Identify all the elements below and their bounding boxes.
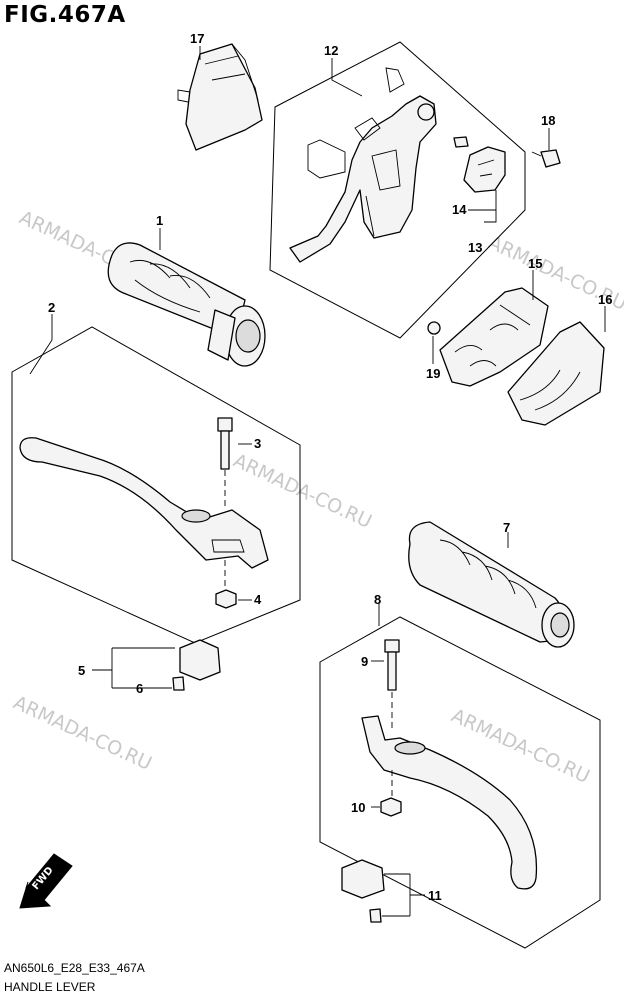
model-code: AN650L6_E28_E33_467A: [4, 961, 145, 975]
callout-19: 19: [426, 366, 440, 381]
callout-14: 14: [452, 202, 467, 217]
part-10-nut: [380, 770, 402, 817]
part-16-protector: [507, 321, 605, 426]
callout-15: 15: [528, 256, 542, 271]
callout-6: 6: [136, 681, 143, 696]
part-4-nut: [215, 560, 237, 609]
callout-16: 16: [598, 292, 612, 307]
part-1-grip: [107, 242, 266, 367]
callout-17: 17: [190, 31, 204, 46]
part-12-bracket: [289, 67, 437, 263]
callout-8: 8: [374, 592, 381, 607]
callout-13: 13: [468, 240, 482, 255]
part-2-lever: [19, 437, 269, 569]
watermark-3: ARMADA-CO.RU: [230, 450, 375, 533]
callout-9: 9: [361, 654, 368, 669]
part-15-holder: [427, 287, 549, 387]
callout-numbers: 17 12 18 14 13 1 15 16 2 19 3 7 4 8 9 5 …: [48, 31, 612, 903]
part-13-switch: [453, 136, 506, 193]
part-3-bolt: [217, 417, 233, 506]
fwd-arrow-badge: FWD: [19, 853, 73, 909]
callout-4: 4: [254, 592, 262, 607]
part-9-bolt: [384, 639, 400, 732]
callout-1: 1: [156, 213, 163, 228]
callout-18: 18: [541, 113, 555, 128]
part-11-switch: [341, 859, 385, 923]
callout-5: 5: [78, 663, 85, 678]
frame-assembly-2: [11, 326, 301, 644]
diagram-caption: HANDLE LEVER: [4, 980, 96, 994]
callout-3: 3: [254, 436, 261, 451]
figure-title: FIG.467A: [4, 2, 126, 28]
part-8-lever: [361, 715, 538, 890]
frame-assembly-12: [269, 41, 526, 339]
part-5-switch: [172, 639, 221, 691]
frame-assembly-8: [319, 616, 601, 949]
callout-2: 2: [48, 300, 55, 315]
part-7-grip: [408, 521, 575, 648]
callout-7: 7: [503, 520, 510, 535]
callout-12: 12: [324, 43, 338, 58]
callout-10: 10: [351, 800, 365, 815]
watermark-4: ARMADA-CO.RU: [10, 692, 155, 775]
watermarks: ARMADA-CO.RU ARMADA-CO.RU ARMADA-CO.RU A…: [10, 207, 624, 788]
leader-lines: [29, 46, 606, 917]
part-17-cover: [177, 43, 263, 151]
callout-11: 11: [428, 888, 442, 903]
part-18-bolt: [531, 149, 561, 168]
